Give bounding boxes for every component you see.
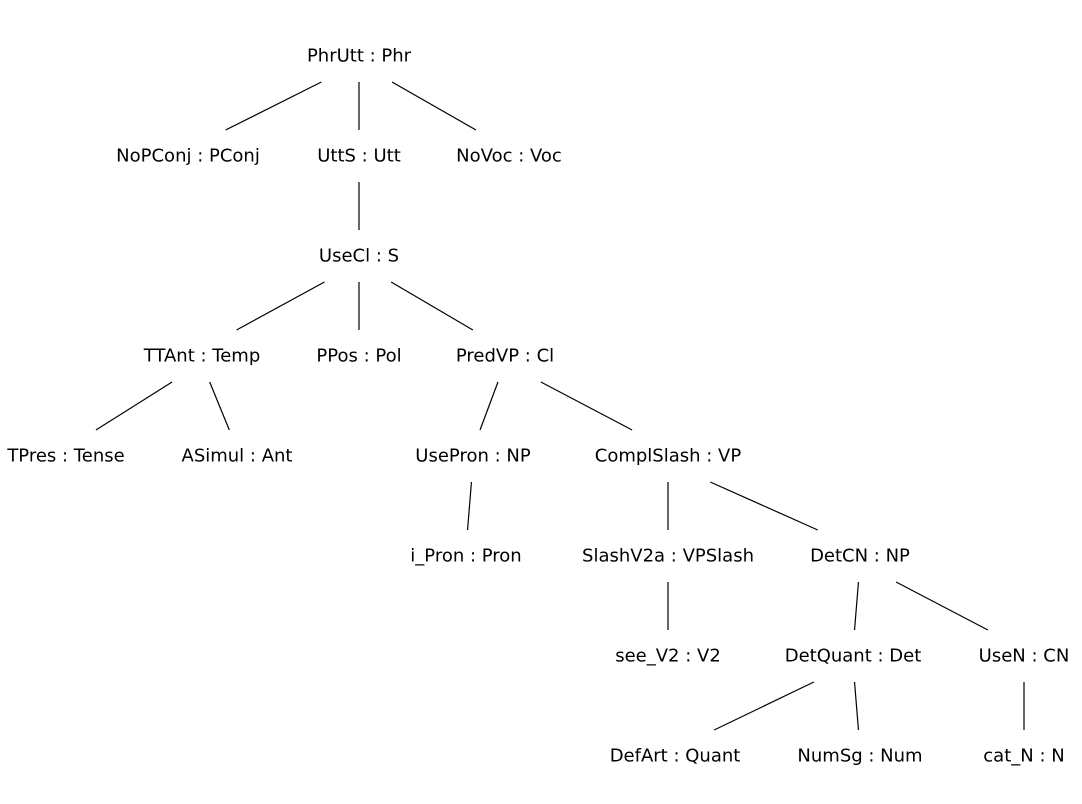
tree-node-asimul: ASimul : Ant [182, 446, 293, 467]
tree-node-see-v2: see_V2 : V2 [615, 646, 721, 667]
tree-node-ppos: PPos : Pol [316, 346, 401, 367]
tree-edge-detcn-to-usen [895, 581, 989, 631]
tree-edge-phrutt-to-novoc [391, 81, 477, 131]
tree-edge-detcn-to-detquant [853, 581, 860, 631]
tree-node-defart: DefArt : Quant [610, 746, 741, 767]
tree-node-usecl: UseCl : S [319, 246, 399, 267]
tree-edge-usepron-to-i-pron [466, 481, 473, 531]
tree-edges [95, 81, 1025, 731]
tree-edge-usecl-to-predvp [390, 281, 474, 331]
tree-node-complslash: ComplSlash : VP [595, 446, 742, 467]
tree-node-phrutt: PhrUtt : Phr [307, 46, 412, 67]
tree-edge-ttant-to-asimul [209, 381, 230, 431]
tree-node-predvp: PredVP : Cl [456, 346, 554, 367]
tree-node-novoc: NoVoc : Voc [456, 146, 562, 167]
tree-node-usen: UseN : CN [979, 646, 1070, 667]
tree-edge-usecl-to-ttant [236, 281, 325, 331]
tree-node-ttant: TTAnt : Temp [143, 346, 261, 367]
tree-node-detcn: DetCN : NP [810, 546, 910, 567]
tree-edge-phrutt-to-nopconj [225, 81, 322, 131]
tree-node-tpres: TPres : Tense [6, 446, 124, 467]
tree-edge-ttant-to-tpres [95, 381, 173, 431]
tree-edge-predvp-to-usepron [479, 381, 499, 431]
tree-edge-predvp-to-complslash [540, 381, 633, 431]
tree-node-nopconj: NoPConj : PConj [116, 146, 260, 167]
tree-node-detquant: DetQuant : Det [785, 646, 922, 667]
tree-edge-detquant-to-numsg [853, 681, 860, 731]
tree-node-utts: UttS : Utt [317, 146, 401, 167]
tree-edge-complslash-to-detcn [709, 481, 819, 531]
tree-node-i-pron: i_Pron : Pron [410, 546, 521, 567]
tree-node-numsg: NumSg : Num [797, 746, 922, 767]
tree-edge-detquant-to-defart [713, 681, 815, 731]
tree-node-slashv2a: SlashV2a : VPSlash [582, 546, 754, 567]
tree-node-cat-n: cat_N : N [983, 746, 1064, 767]
tree-node-usepron: UsePron : NP [415, 446, 531, 467]
